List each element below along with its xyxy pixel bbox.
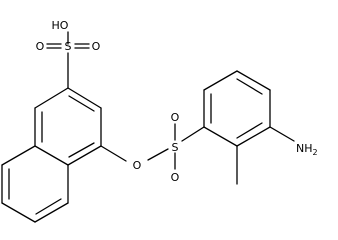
sulfonic-s-label: S xyxy=(65,40,72,53)
bond-oester-s2 xyxy=(147,148,169,161)
bond-c7-c6 xyxy=(1,202,36,223)
bond-ar-2-3 xyxy=(203,70,238,91)
bond-c3-c4 xyxy=(67,87,102,109)
molecule-diagram: HO S O O O S O O NH2 xyxy=(1,19,318,223)
bond-c4a-c8a xyxy=(67,145,102,166)
amine-label-subscript: 2 xyxy=(313,148,318,157)
bond-c4a-c8a-inner xyxy=(68,142,95,158)
bond-c8a-c1 xyxy=(34,145,69,166)
sulfonyl-o-top-label: O xyxy=(171,111,180,124)
bond-c6-c5-inner xyxy=(35,198,62,215)
amine-label: NH2 xyxy=(296,142,318,157)
bond-ar-3-4 xyxy=(236,70,271,91)
bond-c8a-c8 xyxy=(1,145,36,166)
hydroxyl-label: HO xyxy=(52,19,69,32)
atom-labels: HO S O O O S O O NH2 xyxy=(36,19,318,184)
bond-ar-5-6 xyxy=(236,126,271,147)
bond-amine xyxy=(269,126,295,142)
sulfonic-o-right-label: O xyxy=(92,40,101,53)
amine-label-main: NH xyxy=(296,142,313,155)
bond-c3-c4-inner xyxy=(68,95,95,112)
sulfonyl-o-bottom-label: O xyxy=(171,171,180,184)
bond-ar-5-6-inner xyxy=(236,122,263,139)
structure-canvas: HO S O O O S O O NH2 xyxy=(1,19,318,223)
sulfonyl-s-label: S xyxy=(172,141,179,154)
bond-c2-c3 xyxy=(34,87,69,109)
bond-ar-3-4-inner xyxy=(236,78,263,95)
sulfonic-o-left-label: O xyxy=(36,40,45,53)
bond-ar-6-1 xyxy=(203,126,238,147)
bond-c6-c5 xyxy=(34,202,69,223)
bonds xyxy=(1,31,295,223)
bond-c4-oester xyxy=(100,145,127,162)
bond-s2-ring xyxy=(181,126,205,142)
ester-o-label: O xyxy=(133,159,142,172)
